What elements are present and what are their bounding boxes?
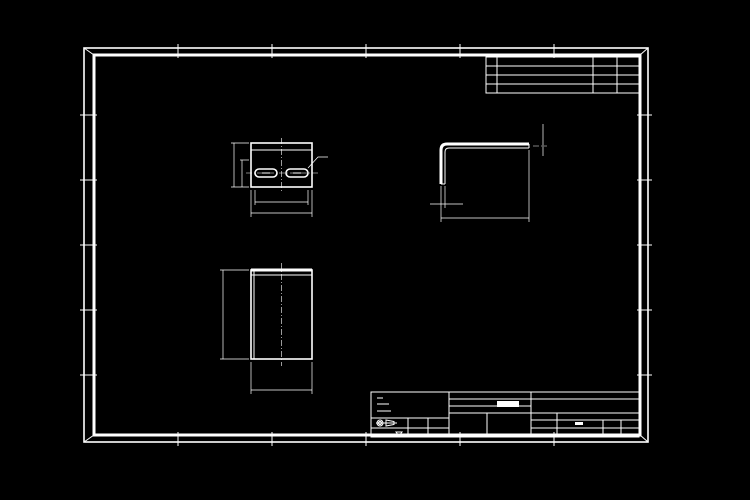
front-view-with-slots bbox=[231, 138, 328, 217]
side-view-bent-profile bbox=[430, 124, 547, 222]
notes-text bbox=[377, 397, 391, 412]
title-block bbox=[370, 391, 640, 438]
frame-corner-bl bbox=[83, 434, 95, 443]
slot-right bbox=[285, 168, 309, 178]
frame-corner-tl bbox=[83, 47, 95, 56]
drawing-title-text bbox=[497, 401, 519, 407]
projection-symbol-icon bbox=[376, 419, 403, 437]
slot-left bbox=[254, 168, 278, 178]
outer-sheet-border bbox=[83, 47, 649, 443]
scale-text bbox=[575, 422, 583, 425]
inner-drawing-frame bbox=[92, 53, 642, 437]
plan-view bbox=[220, 263, 313, 394]
frame-corner-br bbox=[639, 434, 649, 443]
revision-table bbox=[485, 56, 640, 94]
zone-ticks bbox=[80, 44, 652, 446]
frame-corner-tr bbox=[639, 47, 649, 56]
